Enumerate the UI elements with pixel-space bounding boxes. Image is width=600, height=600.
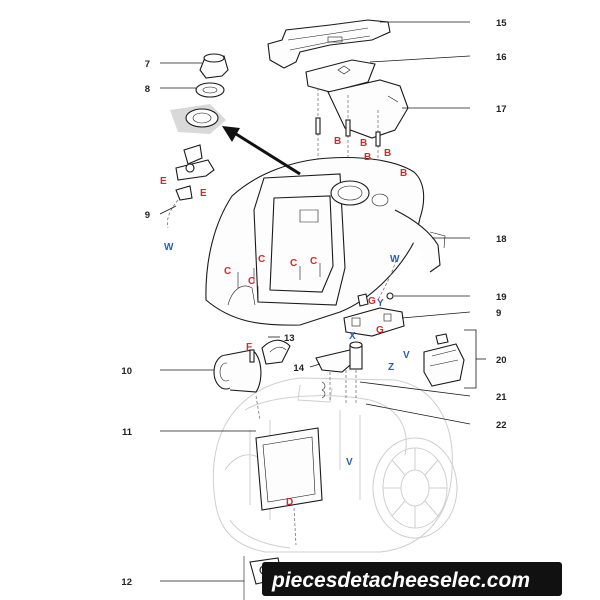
fastener-codes: B B B B B E E W W C C C C C F G G Y X V … (160, 136, 410, 508)
callout-9-left: 9 (145, 210, 150, 221)
part-11-filter-frame (255, 427, 323, 546)
code-c-1: C (224, 266, 231, 277)
part-9-switch-block (343, 293, 405, 337)
code-f: F (246, 342, 252, 353)
code-c-4: C (290, 258, 297, 269)
code-c-3: C (248, 276, 255, 287)
part-8-seal-ring (195, 82, 225, 98)
code-d: D (286, 497, 293, 508)
part-9-hose-clip (167, 185, 193, 229)
callout-12: 12 (121, 577, 132, 588)
callout-17: 17 (496, 104, 507, 115)
leader-lines-right (359, 21, 486, 425)
code-c-2: C (258, 254, 265, 265)
callout-11: 11 (122, 427, 133, 438)
callout-15: 15 (496, 18, 507, 29)
code-b-2: B (360, 138, 367, 149)
code-v-2: V (346, 457, 353, 468)
callout-9-right: 9 (496, 308, 501, 319)
rear-wheel (372, 437, 458, 539)
callout-8: 8 (145, 84, 150, 95)
part-14-release-button (315, 349, 357, 405)
callout-22: 22 (496, 420, 507, 431)
part-13-flap (261, 339, 291, 365)
callout-18: 18 (496, 234, 507, 245)
code-g-2: G (376, 325, 384, 336)
code-y: Y (377, 298, 384, 309)
part-15-carry-handle (267, 19, 391, 69)
part-18-main-housing (205, 156, 446, 326)
code-b-1: B (334, 136, 341, 147)
watermark: piecesdetacheeselec.com (262, 562, 562, 596)
wire-w (377, 259, 397, 301)
code-b-4: B (384, 148, 391, 159)
part-20-power-connector (423, 333, 465, 387)
code-w-2: W (390, 254, 400, 265)
code-w-1: W (164, 242, 174, 253)
code-b-3: B (364, 152, 371, 163)
code-e-2: E (200, 188, 207, 199)
code-b-5: B (400, 168, 407, 179)
callout-13: 13 (284, 333, 295, 344)
code-x: X (349, 331, 356, 342)
callout-numbers: 7 8 9 15 16 17 18 19 9 20 21 22 10 11 12… (121, 18, 507, 588)
callout-10: 10 (121, 366, 132, 377)
part-7-cap (199, 53, 229, 79)
filter-cup-assembly (170, 104, 226, 181)
part-16-handle-cover (305, 59, 376, 93)
code-z: Z (388, 362, 394, 373)
callout-16: 16 (496, 52, 507, 63)
port-screw-line (255, 395, 261, 421)
callout-7: 7 (145, 59, 150, 70)
callout-21: 21 (496, 392, 507, 403)
assembly-arrow (222, 126, 301, 176)
code-g-1: G (368, 296, 376, 307)
watermark-text: piecesdetacheeselec.com (271, 569, 530, 592)
part-19-screw (386, 292, 394, 300)
callout-14: 14 (293, 363, 304, 374)
code-c-5: C (310, 256, 317, 267)
part-10-suction-inlet (213, 349, 262, 393)
part-21-spring-rod (349, 341, 363, 405)
part-17-top-panel (327, 79, 409, 139)
callout-20: 20 (496, 355, 507, 366)
code-e-1: E (160, 176, 167, 187)
callout-19: 19 (496, 292, 507, 303)
vacuum-base-body (212, 377, 458, 553)
code-v-1: V (403, 350, 410, 361)
leader-lines-left (159, 62, 321, 582)
screws-c (237, 263, 321, 300)
